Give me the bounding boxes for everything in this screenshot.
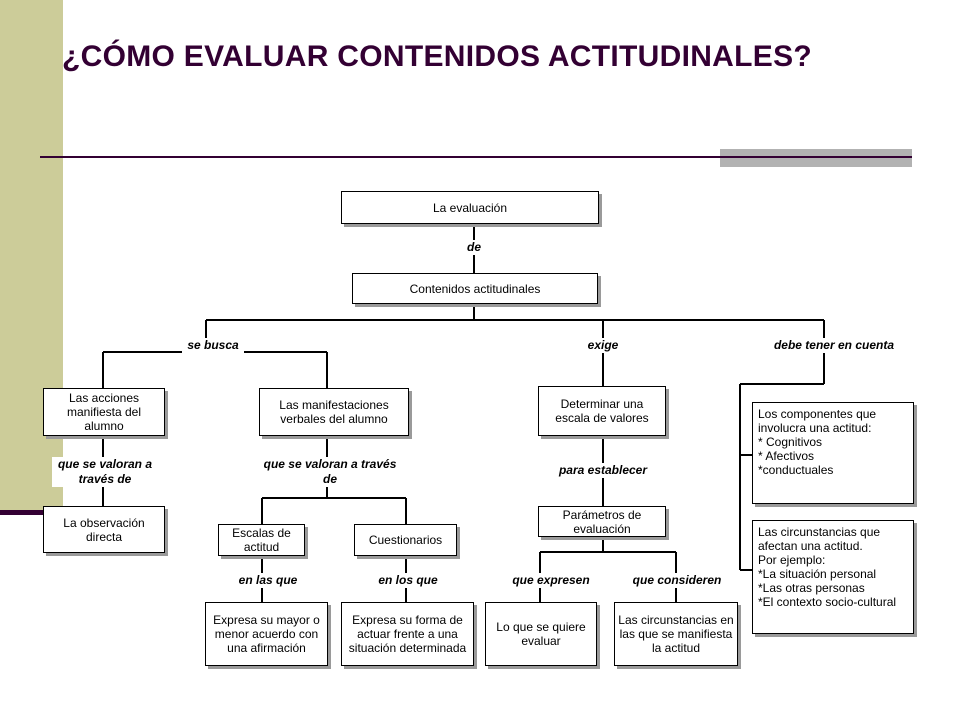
circunstancias-lines: Las circunstancias que afectan una actit… — [758, 525, 897, 609]
title-divider-block — [720, 149, 912, 167]
node-circunstancias-afectan: Las circunstancias que afectan una actit… — [752, 520, 914, 634]
node-manifestaciones-verbales: Las manifestaciones verbales del alumno — [259, 388, 409, 436]
node-acciones-manifiesta: Las acciones manifiesta del alumno — [43, 388, 165, 436]
node-lo-que-evaluar: Lo que se quiere evaluar — [485, 602, 597, 666]
label-en-las-que: en las que — [234, 573, 302, 588]
label-de: de — [462, 240, 486, 255]
label-se-busca: se busca — [182, 338, 244, 353]
side-accent-bar — [0, 510, 64, 515]
node-parametros-evaluacion: Parámetros de evaluación — [538, 506, 666, 537]
label-que-se-valoran-1: que se valoran a través de — [52, 457, 158, 487]
label-exige: exige — [582, 338, 624, 353]
node-cuestionarios: Cuestionarios — [354, 524, 457, 556]
node-escalas-actitud: Escalas de actitud — [218, 524, 305, 556]
node-escala-valores: Determinar una escala de valores — [538, 386, 666, 436]
title-divider-line — [40, 156, 912, 158]
title-divider-overlay — [720, 156, 912, 158]
node-componentes-actitud: Los componentes que involucra una actitu… — [752, 402, 914, 504]
node-contenidos-actitudinales: Contenidos actitudinales — [352, 273, 598, 304]
node-observacion-directa: La observación directa — [43, 506, 165, 553]
label-que-expresen: que expresen — [508, 573, 594, 588]
node-circunstancias-manifiesta: Las circunstancias en las que se manifie… — [614, 602, 738, 666]
node-expresa-acuerdo: Expresa su mayor o menor acuerdo con una… — [205, 602, 328, 666]
label-que-consideren: que consideren — [628, 573, 726, 588]
label-para-establecer: para establecer — [553, 463, 653, 478]
page-title: ¿CÓMO EVALUAR CONTENIDOS ACTITUDINALES? — [62, 40, 813, 73]
componentes-lines: Los componentes que involucra una actitu… — [758, 407, 877, 477]
label-en-los-que: en los que — [374, 573, 442, 588]
label-que-se-valoran-2: que se valoran a través de — [262, 457, 398, 487]
node-la-evaluacion: La evaluación — [341, 191, 599, 224]
label-debe-tener-en-cuenta: debe tener en cuenta — [768, 338, 900, 353]
node-expresa-forma: Expresa su forma de actuar frente a una … — [341, 602, 474, 666]
